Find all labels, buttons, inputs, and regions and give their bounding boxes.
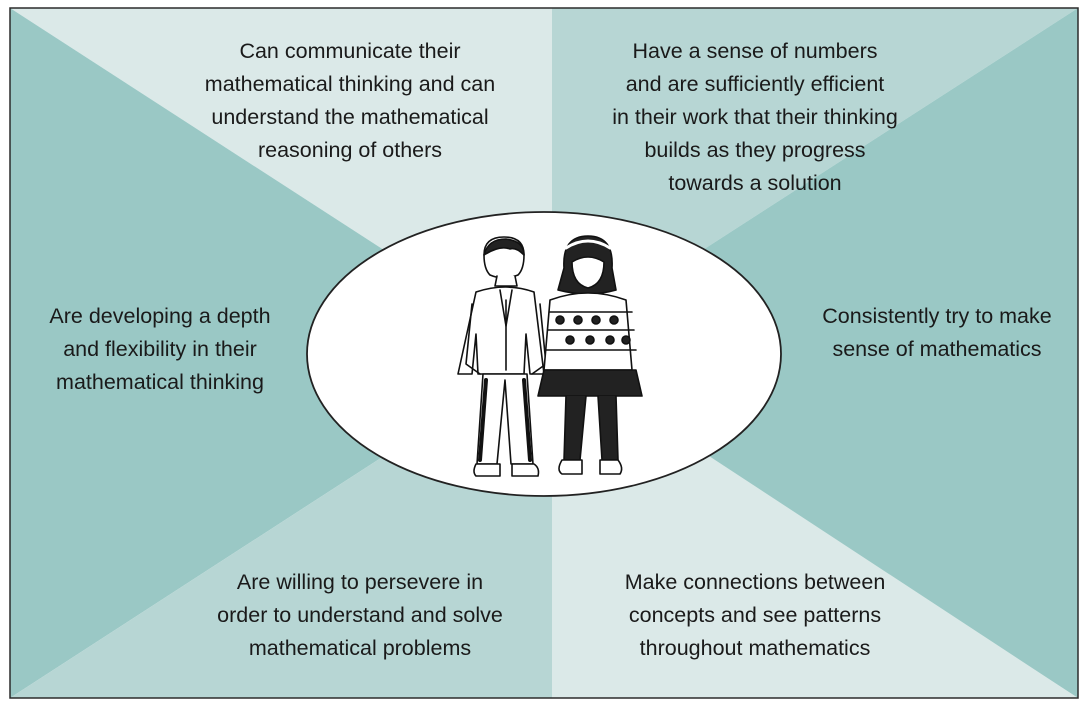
trait-line: understand the mathematical — [211, 105, 489, 129]
trait-line: Consistently try to make — [822, 304, 1052, 328]
trait-persevere: Are willing to persevere in order to und… — [150, 566, 570, 665]
trait-line: in their work that their thinking — [612, 105, 898, 129]
trait-line: throughout mathematics — [639, 636, 871, 660]
trait-line: order to understand and solve — [217, 603, 503, 627]
trait-line: mathematical thinking — [56, 370, 264, 394]
right-region — [543, 8, 1078, 698]
trait-line: Are willing to persevere in — [236, 570, 484, 594]
trait-line: mathematical problems — [248, 636, 472, 660]
trait-connections: Make connections between concepts and se… — [540, 566, 970, 665]
boy-figure — [457, 236, 547, 477]
trait-line: towards a solution — [668, 171, 842, 195]
diagram-border — [9, 7, 1079, 699]
trait-line: and are sufficiently efficient — [625, 72, 885, 96]
trait-line: Make connections between — [624, 570, 886, 594]
trait-communicate: Can communicate their mathematical think… — [140, 35, 560, 167]
trait-line: builds as they progress — [644, 138, 866, 162]
trait-line: reasoning of others — [257, 138, 443, 162]
center-ellipse — [306, 211, 782, 497]
trait-line: sense of mathematics — [832, 337, 1042, 361]
trait-make-sense: Consistently try to make sense of mathem… — [788, 300, 1086, 366]
two-children-illustration — [457, 235, 643, 477]
trait-depth-flexibility: Are developing a depth and flexibility i… — [0, 300, 320, 399]
trait-line: Have a sense of numbers — [632, 39, 878, 63]
trait-line: and flexibility in their — [63, 337, 257, 361]
trait-line: Are developing a depth — [49, 304, 271, 328]
girl-figure — [537, 235, 643, 475]
trait-line: concepts and see patterns — [628, 603, 882, 627]
trait-number-sense: Have a sense of numbers and are sufficie… — [540, 35, 970, 200]
trait-line: Can communicate their — [239, 39, 461, 63]
trait-line: mathematical thinking and can — [204, 72, 496, 96]
left-region — [10, 8, 543, 698]
